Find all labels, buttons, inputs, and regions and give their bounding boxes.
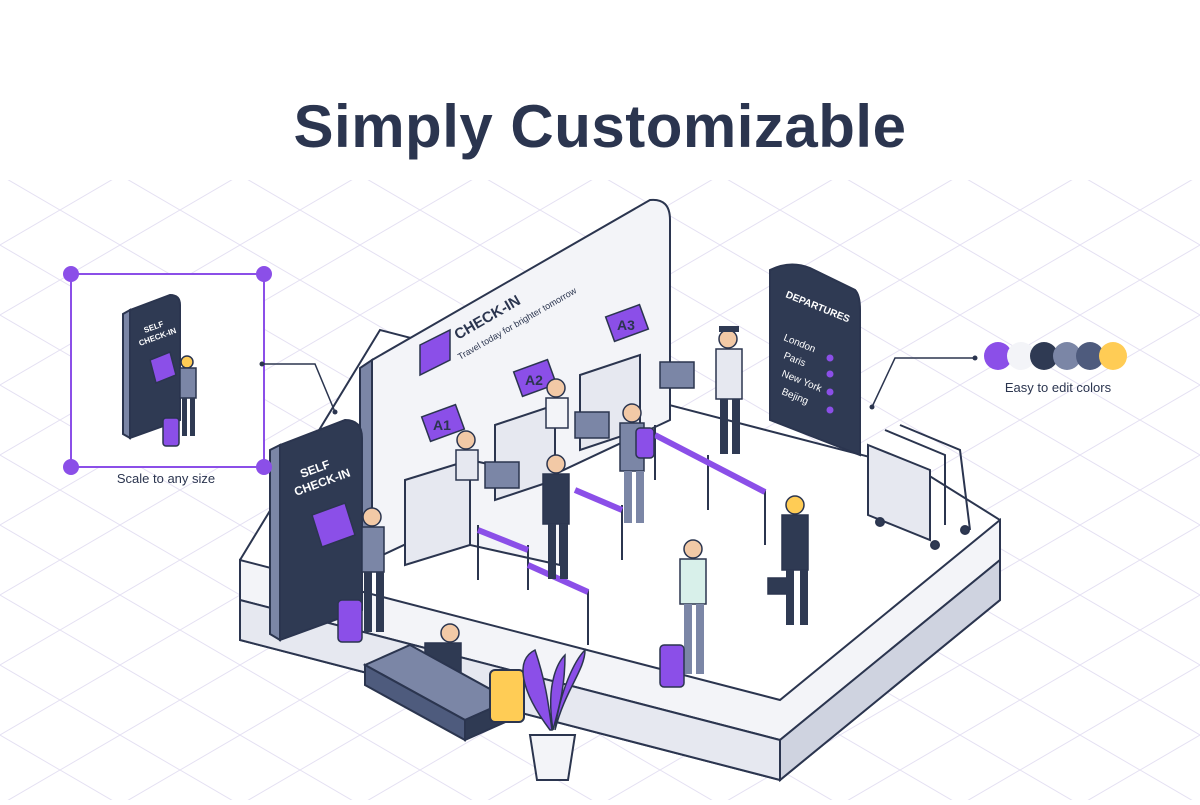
color-swatch-6[interactable] [1099, 342, 1127, 370]
person-security-guard [715, 326, 743, 454]
counter-label-a3: A3 [617, 317, 635, 333]
resize-handle-top-left[interactable] [63, 266, 79, 282]
resize-handle-bottom-left[interactable] [63, 459, 79, 475]
scale-caption: Scale to any size [116, 471, 216, 486]
color-swatch-5[interactable] [1076, 342, 1104, 370]
yellow-suitcase [489, 669, 525, 723]
page-title: Simply Customizable [293, 93, 907, 160]
person-backpack [619, 403, 655, 523]
self-checkin-kiosk: SELF CHECK-IN [269, 418, 363, 642]
colors-caption: Easy to edit colors [1004, 380, 1112, 395]
color-swatch-3[interactable] [1030, 342, 1058, 370]
departures-board: DEPARTURES London Paris New York Bejing [769, 263, 861, 457]
resize-handle-bottom-right[interactable] [256, 459, 272, 475]
monitor-a2 [574, 411, 610, 439]
mini-kiosk: SELF CHECK-IN [122, 293, 197, 447]
color-swatch-1[interactable] [984, 342, 1012, 370]
scale-callout: SELF CHECK-IN [63, 266, 338, 475]
counter-label-a1: A1 [433, 417, 451, 433]
person-agent-a1 [455, 430, 479, 481]
queue-barriers [476, 425, 767, 645]
people [337, 326, 809, 688]
monitor-a1 [484, 461, 520, 489]
color-swatch-4[interactable] [1053, 342, 1081, 370]
person-kiosk [337, 507, 385, 643]
counter-sign-a1 [420, 403, 466, 443]
colors-callout [869, 342, 1127, 410]
person-teal-shirt [659, 539, 707, 688]
person-briefcase [767, 495, 809, 625]
resize-handle-top-right[interactable] [256, 266, 272, 282]
color-swatch-2[interactable] [1007, 342, 1035, 370]
monitor-a3 [659, 361, 695, 389]
counter-sign-a3 [604, 303, 650, 343]
counter-sign-a2 [512, 358, 558, 398]
potted-plant [522, 648, 586, 781]
luggage-carts [867, 424, 971, 550]
person-agent-a2 [545, 378, 569, 429]
color-swatches [984, 342, 1127, 370]
person-queue-1 [542, 454, 570, 579]
plane-icon [419, 328, 451, 377]
counter-label-a2: A2 [525, 372, 543, 388]
kiosk-screen [311, 502, 356, 548]
